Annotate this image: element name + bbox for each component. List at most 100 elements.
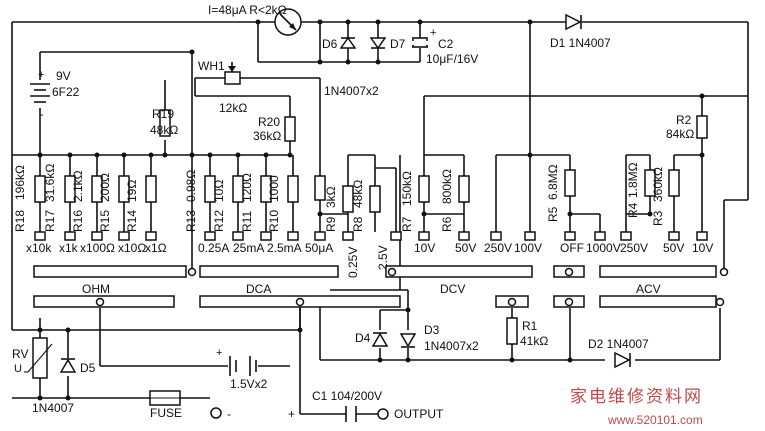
diode-d1: D1 1N4007 bbox=[550, 13, 611, 50]
r14-name: R14 bbox=[125, 210, 139, 232]
r9-value: 3kΩ bbox=[324, 186, 338, 208]
range-2-5v: 2.5V bbox=[376, 245, 390, 270]
r11-value: 120Ω bbox=[240, 173, 254, 202]
battery-9v-voltage: 9V bbox=[56, 69, 71, 83]
r13-value: 0.98Ω bbox=[184, 170, 198, 202]
range-100v: 100V bbox=[514, 241, 542, 255]
battery-1-5v-label: 1.5Vx2 bbox=[230, 377, 268, 391]
d6-label: D6 bbox=[322, 37, 338, 51]
r19-value: 48kΩ bbox=[150, 123, 178, 137]
range-labels: x10k x1k x100Ω x10Ω x1Ω 0.25A 25mA 2.5mA… bbox=[26, 241, 713, 278]
junctions bbox=[37, 19, 705, 401]
watermark: 家电维修资料网 www.520101.com bbox=[570, 387, 703, 427]
d6d7-model-label: 1N4007x2 bbox=[324, 84, 379, 98]
r10-value: 1000 bbox=[267, 175, 281, 202]
svg-text:+: + bbox=[38, 69, 44, 81]
r18-name: R18 bbox=[13, 210, 27, 232]
diode-d5: D5 1N4007 bbox=[32, 358, 96, 415]
fuse-label: FUSE bbox=[150, 406, 182, 420]
d4-label: D4 bbox=[355, 331, 371, 345]
r10-name: R10 bbox=[267, 210, 281, 232]
r1-name: R1 bbox=[522, 319, 538, 333]
range-50ua: 50μA bbox=[305, 241, 333, 255]
bar-dcv-label: DCV bbox=[440, 282, 465, 296]
d7-label: D7 bbox=[390, 37, 406, 51]
range-off: OFF bbox=[560, 241, 584, 255]
wh1-value: 12kΩ bbox=[219, 101, 247, 115]
svg-text:+: + bbox=[216, 347, 222, 359]
battery-9v: + - 9V 6F22 bbox=[30, 69, 80, 121]
d5-model: 1N4007 bbox=[32, 401, 74, 415]
output-label: OUTPUT bbox=[394, 407, 444, 421]
battery-1-5v: + 1.5Vx2 bbox=[216, 347, 268, 391]
r4-value: 1.8MΩ bbox=[626, 162, 640, 198]
plus-terminal-label: + bbox=[288, 407, 295, 421]
range-acv-250v: 250V bbox=[620, 241, 648, 255]
range-2-5ma: 2.5mA bbox=[267, 241, 302, 255]
diode-d6: D6 bbox=[322, 36, 357, 51]
r12-value: 10Ω bbox=[212, 180, 226, 202]
r5-name: R5 bbox=[546, 206, 560, 222]
r7-value: 150kΩ bbox=[400, 171, 414, 206]
varistor-rv: RV U bbox=[12, 337, 53, 379]
diode-d7: D7 bbox=[369, 37, 406, 51]
watermark-title: 家电维修资料网 bbox=[570, 387, 703, 406]
rv-label: RV bbox=[12, 347, 28, 361]
range-0-25a: 0.25A bbox=[198, 241, 229, 255]
r6-value: 800kΩ bbox=[440, 169, 454, 204]
r7-name: R7 bbox=[400, 216, 414, 232]
diode-d2: D2 1N4007 bbox=[588, 337, 649, 369]
minus-terminal-label: - bbox=[227, 407, 231, 421]
r14-value: 19Ω bbox=[125, 180, 139, 202]
diode-d3: D3 1N4007x2 bbox=[399, 323, 479, 353]
resistor-bodies bbox=[34, 109, 708, 345]
potentiometer-wh1: WH1 12kΩ bbox=[198, 59, 247, 115]
svg-text:-: - bbox=[40, 109, 44, 121]
range-10v: 10V bbox=[414, 241, 435, 255]
range-x1: x1Ω bbox=[145, 241, 167, 255]
r5-value: 6.8MΩ bbox=[546, 164, 560, 200]
watermark-url: www.520101.com bbox=[607, 413, 703, 427]
r2-name: R2 bbox=[676, 113, 692, 127]
range-x10: x10Ω bbox=[118, 241, 146, 255]
r16-name: R16 bbox=[71, 210, 85, 232]
c1-label: C1 104/200V bbox=[312, 389, 382, 403]
r17-value: 31.6kΩ bbox=[43, 164, 57, 202]
wh1-name: WH1 bbox=[198, 59, 225, 73]
switch-bars: OHM DCA DCV ACV bbox=[33, 265, 729, 308]
r13-name: R13 bbox=[184, 210, 198, 232]
range-25ma: 25mA bbox=[233, 241, 264, 255]
r15-value: 200Ω bbox=[98, 173, 112, 202]
meter-spec-label: I=48μA R<2kΩ bbox=[208, 3, 287, 17]
r6-name: R6 bbox=[440, 216, 454, 232]
r16-value: 2.1kΩ bbox=[71, 170, 85, 202]
r11-name: R11 bbox=[240, 211, 254, 232]
r8-value: 48kΩ bbox=[351, 180, 365, 208]
resistor-labels: R19 48kΩ R20 36kΩ R18 196kΩ R17 31.6kΩ R… bbox=[13, 107, 694, 348]
r4-name: R4 bbox=[626, 202, 640, 218]
range-250v: 250V bbox=[484, 241, 512, 255]
c2-value: 10μF/16V bbox=[426, 52, 478, 66]
r2-value: 84kΩ bbox=[666, 127, 694, 141]
r1-value: 41kΩ bbox=[520, 334, 548, 348]
range-1000v: 1000V bbox=[586, 241, 621, 255]
diode-d4: D4 bbox=[355, 331, 389, 347]
d3-model: 1N4007x2 bbox=[424, 339, 479, 353]
capacitor-c1: C1 104/200V + OUTPUT bbox=[288, 389, 444, 422]
range-x10k: x10k bbox=[26, 241, 52, 255]
d3-label: D3 bbox=[424, 323, 440, 337]
r19-name: R19 bbox=[152, 107, 174, 121]
range-0-25v: 0.25V bbox=[346, 247, 360, 278]
r20-value: 36kΩ bbox=[253, 129, 281, 143]
range-acv-50v: 50V bbox=[663, 241, 684, 255]
capacitor-c2: + C2 10μF/16V bbox=[412, 27, 478, 66]
svg-text:+: + bbox=[430, 27, 436, 39]
r3-name: R3 bbox=[651, 210, 665, 226]
range-50v: 50V bbox=[455, 241, 476, 255]
range-x1k: x1k bbox=[59, 241, 79, 255]
r17-name: R17 bbox=[43, 210, 57, 232]
r3-value: 360kΩ bbox=[651, 167, 665, 202]
rv-sub-label: U bbox=[14, 363, 22, 375]
meter: I=48μA R<2kΩ bbox=[208, 3, 302, 36]
